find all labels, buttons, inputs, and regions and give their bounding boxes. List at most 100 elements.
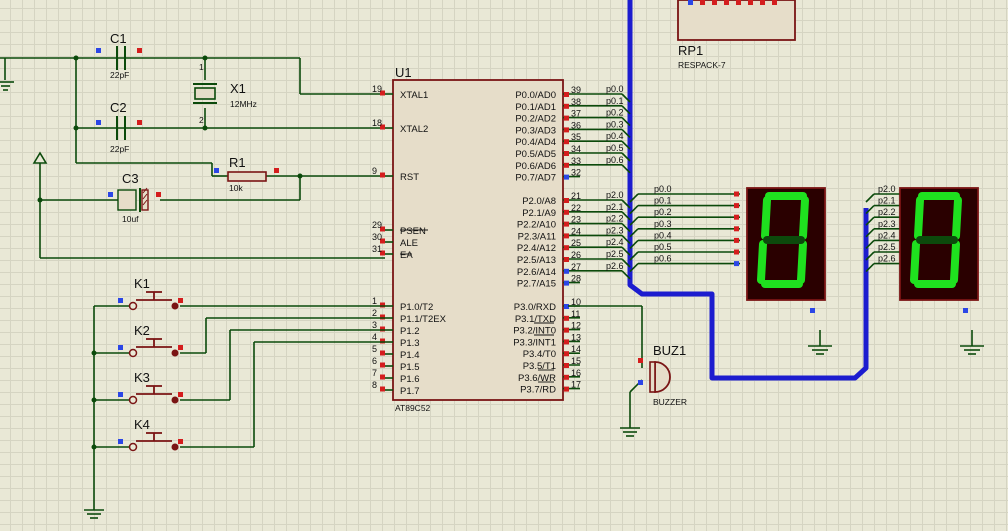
u1-pin-number: 12 [571,321,581,331]
resistor-r1[interactable]: R1 10k [214,155,279,193]
bus-net-label: p2.2 [606,214,624,224]
bus-net-label: p2.3 [606,225,624,235]
bus-net-label: p0.1 [606,96,624,106]
u1-pin-label: P2.5/A13 [517,255,556,266]
u1-pin-number: 14 [571,344,581,354]
r1-ref: R1 [229,155,246,170]
segment [761,196,771,240]
u1-pin-label: P1.6 [400,374,420,385]
u1-pin-label: ALE [400,238,418,249]
bus-net-label: p0.2 [606,108,624,118]
u1-pin-label: P0.5/AD5 [515,149,556,160]
u1-left-pins: 19XTAL118XTAL29RST29PSEN30ALE31EA1P1.0/T… [372,84,447,397]
bus-net-label: p0.4 [606,131,624,141]
seven-seg-display[interactable] [746,187,826,301]
capacitor-c2[interactable]: C2 22pF [96,100,142,154]
display-net-label: p0.2 [654,207,672,217]
u1-pin-label: P1.1/T2EX [400,314,447,325]
seven-seg-display[interactable] [899,187,979,301]
c3-ref: C3 [122,171,139,186]
u1-ref: U1 [395,65,412,80]
segment [914,196,924,240]
display-net-label: p2.3 [878,219,896,229]
u1-pin-label: P1.0/T2 [400,302,433,313]
key-ref: K4 [134,417,150,432]
push-button[interactable]: K2 [118,323,183,358]
push-button[interactable]: K1 [118,276,183,311]
u1-pin-label: P0.2/AD2 [515,114,556,125]
u1-pin-label: P0.6/AD6 [515,161,556,172]
u1-pin-number: 26 [571,250,581,260]
u1-pin-number: 19 [372,84,382,94]
u1-right-pins: 39P0.0/AD038P0.1/AD137P0.2/AD236P0.3/AD3… [513,85,581,396]
u1-pin-number: 21 [571,191,581,201]
u1-pin-number: 17 [571,380,581,390]
crystal-x1[interactable]: 1 2 X1 12MHz [193,62,257,125]
r1-value: 10k [229,183,243,193]
buz1-ref: BUZ1 [653,343,686,358]
u1-pin-number: 10 [571,297,581,307]
u1-pin-label: P3.0/RXD [514,302,556,313]
capacitor-c3[interactable]: C3 10uf [108,171,161,224]
u1-pin-number: 15 [571,356,581,366]
u1-pin-label: P1.4 [400,350,420,361]
u1-pin-number: 24 [571,226,581,236]
u1-pin-label: P0.3/AD3 [515,125,556,136]
u1-pin-label: P2.3/A11 [518,231,556,242]
display-net-label: p0.6 [654,254,672,264]
resistor-pack-rp1[interactable]: RP1 RESPACK-7 [677,0,796,70]
u1-pin-number: 5 [372,344,377,354]
bus-p0-vertical[interactable] [627,0,869,381]
bus-net-label: p2.4 [606,237,624,247]
u1-pin-label: PSEN [400,226,426,237]
x1-ref: X1 [230,81,246,96]
bus-net-label: p2.6 [606,261,624,271]
u1-pin-number: 7 [372,368,377,378]
port-wires: p0.0p0.1p0.2p0.3p0.4p0.5p0.6p2.0p2.1p2.2… [580,84,900,280]
u1-pin-number: 27 [571,262,581,272]
x1-value: 12MHz [230,99,257,109]
u1-pin-label: P3.2/INT0 [513,326,556,337]
u1-pin-number: 25 [571,238,581,248]
u1-pin-number: 2 [372,308,377,318]
display-net-label: p0.0 [654,184,672,194]
buz1-part: BUZZER [653,397,687,407]
capacitor-c1[interactable]: C1 22pF [96,31,142,80]
u1-pin-label: XTAL1 [400,90,428,101]
u1-pin-number: 8 [372,380,377,390]
display-net-label: p0.1 [654,196,672,206]
rp1-ref: RP1 [678,43,703,58]
segment [799,196,809,240]
display-net-label: p0.5 [654,242,672,252]
bus-net-label: p0.3 [606,119,624,129]
push-button[interactable]: K4 [118,417,183,452]
u1-pin-number: 18 [372,118,382,128]
u1-pin-label: P3.3/INT1 [513,337,556,348]
u1-pin-number: 1 [372,296,377,306]
rp1-value: RESPACK-7 [678,60,726,70]
bus-net-label: p2.1 [606,202,624,212]
seven-seg-displays [746,187,979,301]
key-ref: K1 [134,276,150,291]
u1-pin-number: 32 [571,168,581,178]
u1-pin-label: P0.0/AD0 [515,90,556,101]
u1-pin-label: P2.7/A15 [517,279,556,290]
display-grounds [808,308,984,355]
u1-pin-label: P0.7/AD7 [515,173,556,184]
mcu-u1[interactable]: U1 AT89C52 19XTAL118XTAL29RST29PSEN30ALE… [372,65,581,413]
push-button[interactable]: K3 [118,370,183,405]
u1-pin-number: 37 [571,109,581,119]
u1-pin-number: 33 [571,156,581,166]
segment [950,240,960,284]
u1-pin-label: EA [400,250,413,261]
u1-pin-label: P2.1/A9 [522,208,556,219]
u1-pin-label: P2.2/A10 [517,220,556,231]
x1-pin1: 1 [199,62,204,72]
buzzer-buz1[interactable]: BUZ1 BUZZER [568,305,687,437]
u1-pin-label: P3.6/WR [518,373,556,384]
display-net-label: p0.4 [654,230,672,240]
u1-pin-number: 36 [571,120,581,130]
